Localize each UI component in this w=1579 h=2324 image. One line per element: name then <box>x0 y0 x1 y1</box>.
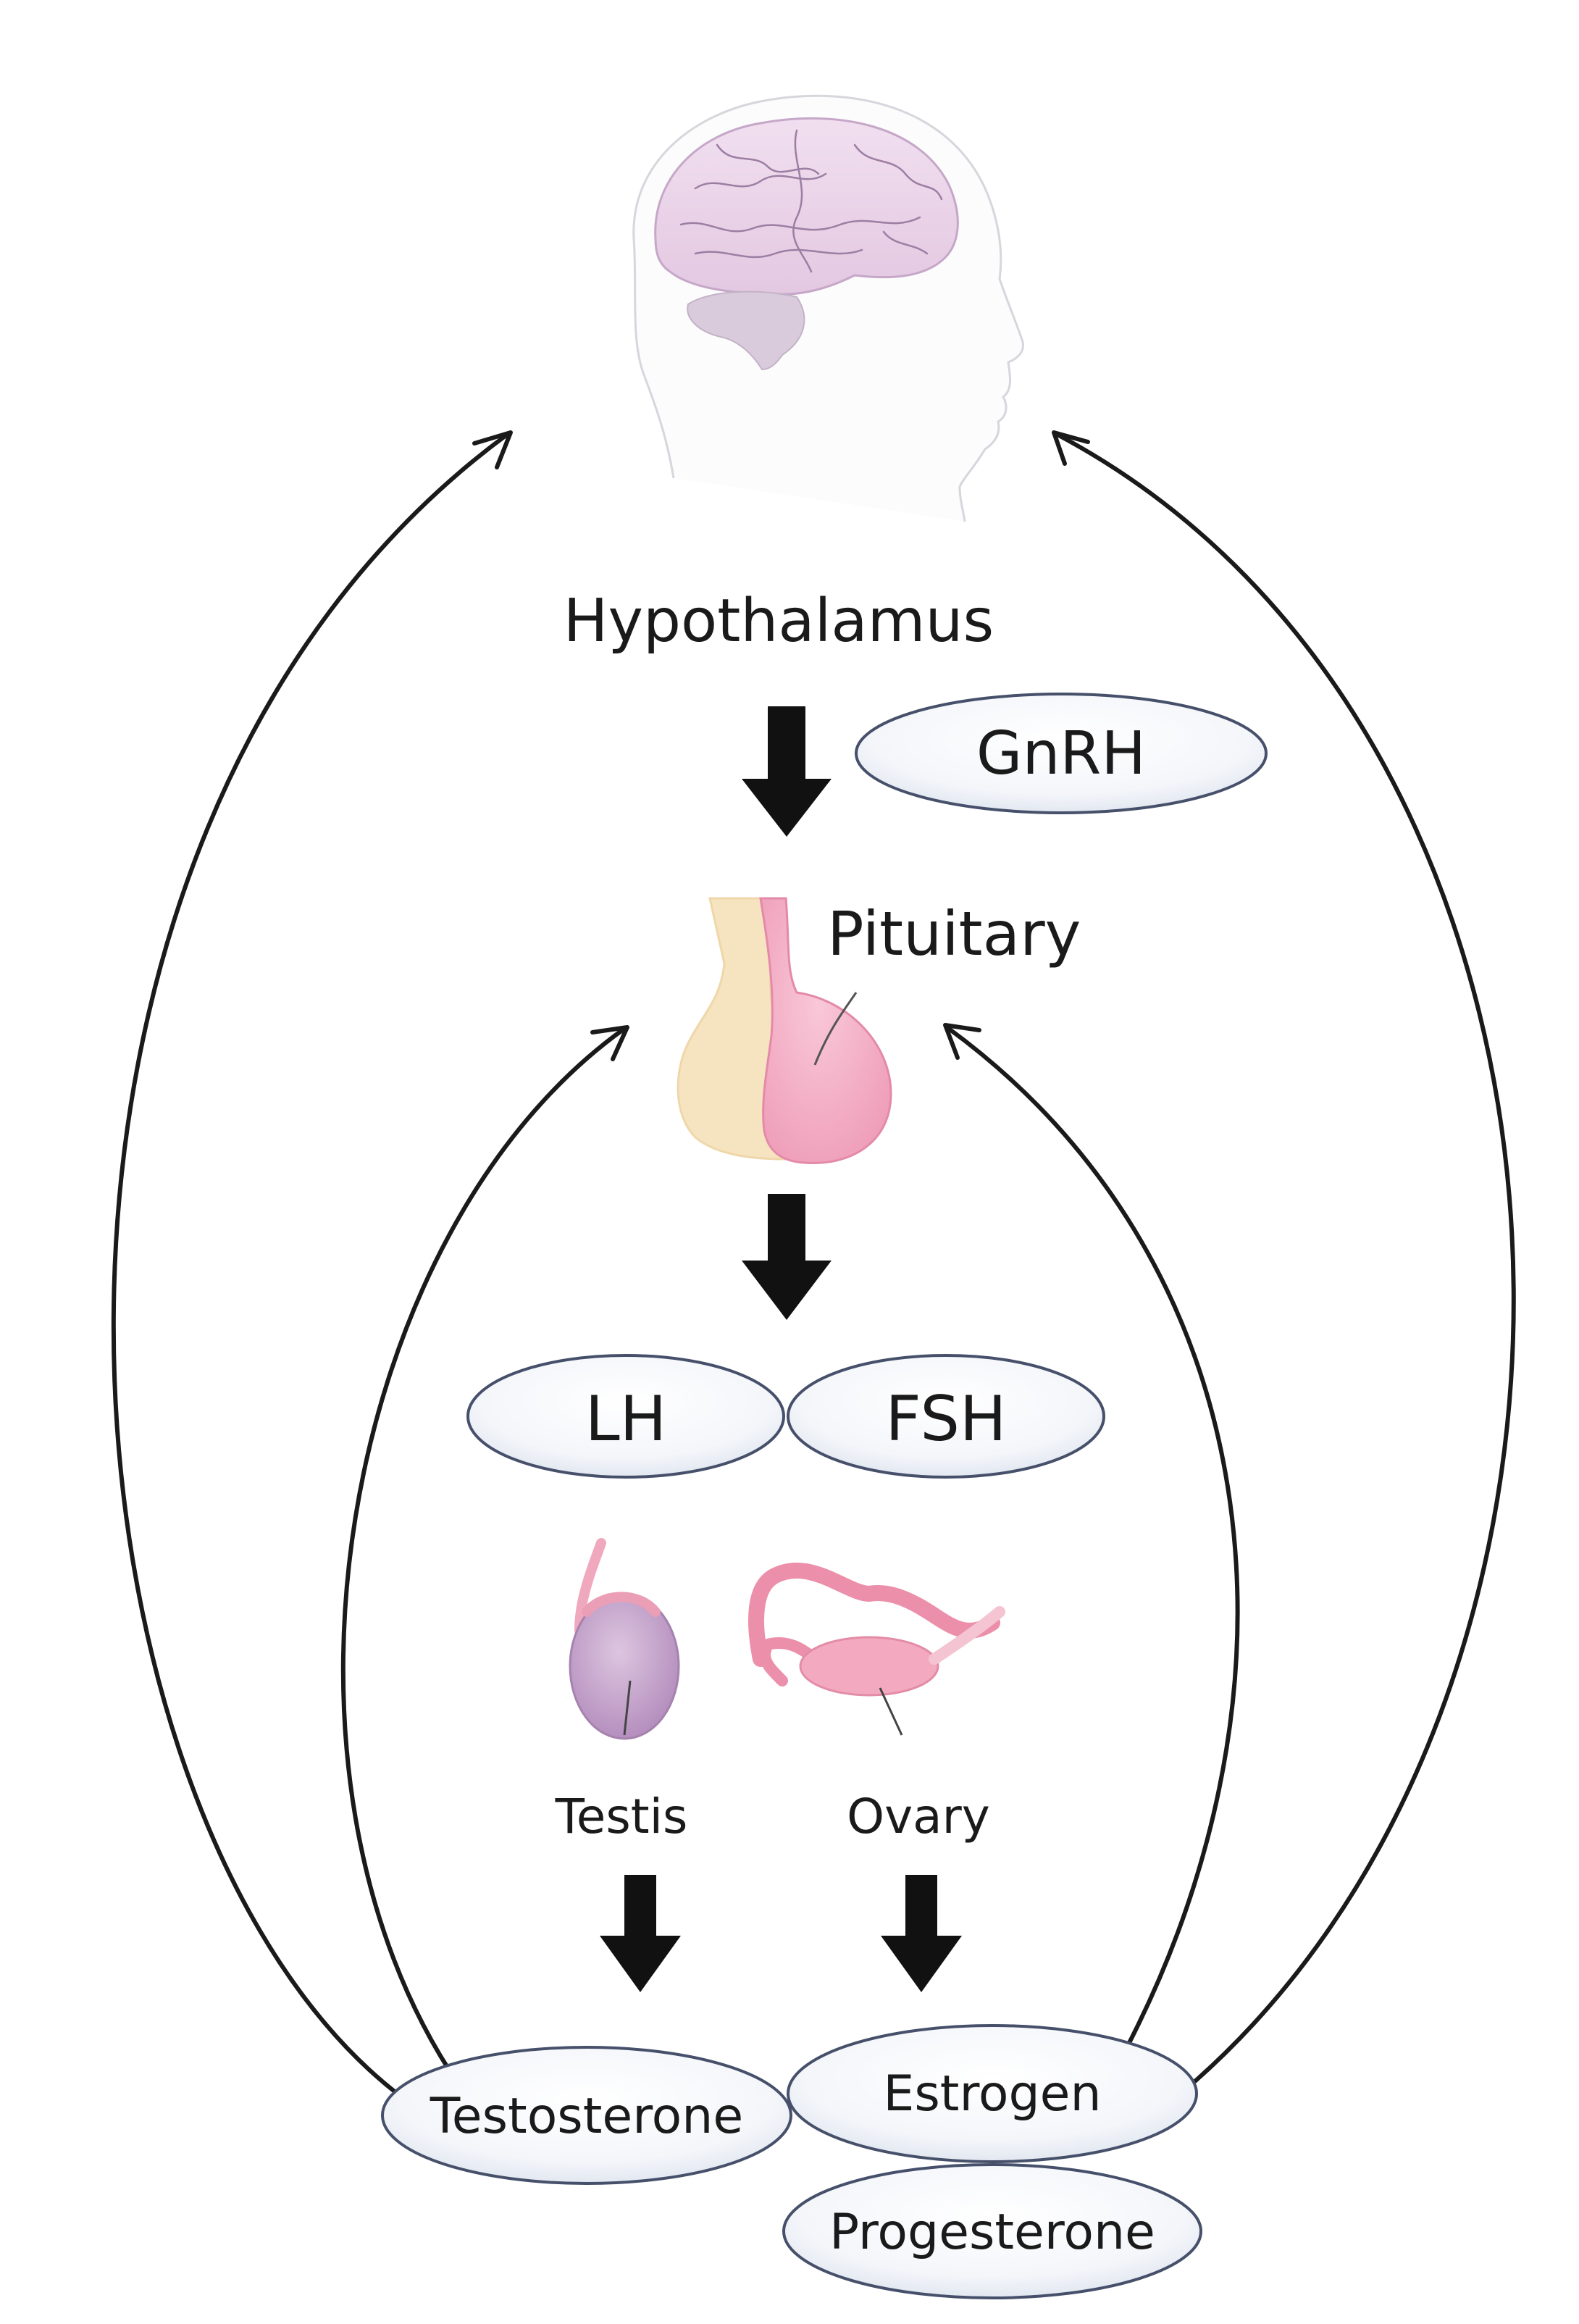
fsh-label: FSH <box>885 1383 1006 1455</box>
feedback-arrow-estrogen-to-hypothalamus <box>1052 430 1516 2103</box>
ovary-uterus-icon <box>748 1563 1005 1736</box>
estrogen-oval: Estrogen <box>787 2024 1198 2163</box>
progesterone-oval: Progesterone <box>782 2163 1202 2299</box>
hypothalamus-label: Hypothalamus <box>564 587 994 656</box>
down-arrow-pituitary-to-lh-fsh <box>742 1194 832 1320</box>
down-arrow-hypothalamus-to-pituitary <box>742 706 832 837</box>
gnrh-oval: GnRH <box>855 693 1268 814</box>
brain-icon <box>654 117 959 371</box>
testosterone-oval: Testosterone <box>381 2046 792 2185</box>
fsh-oval: FSH <box>787 1354 1105 1479</box>
ovary-label: Ovary <box>847 1789 990 1844</box>
testis-icon <box>569 1538 680 1740</box>
testosterone-label: Testosterone <box>430 2088 743 2145</box>
lh-oval: LH <box>466 1354 785 1479</box>
feedback-arrow-testosterone-to-pituitary <box>340 1025 629 2089</box>
feedback-arrow-estrogen-to-pituitary <box>943 1023 1240 2078</box>
progesterone-label: Progesterone <box>829 2204 1155 2261</box>
pituitary-gland-icon <box>677 897 892 1165</box>
pituitary-label: Pituitary <box>827 898 1081 969</box>
feedback-arrow-testosterone-to-hypothalamus <box>111 430 513 2099</box>
estrogen-label: Estrogen <box>883 2065 1101 2123</box>
lh-label: LH <box>585 1383 667 1455</box>
gnrh-label: GnRH <box>976 719 1146 788</box>
testis-label: Testis <box>555 1789 688 1844</box>
down-arrow-ovary-to-estrogen <box>881 1875 962 1992</box>
down-arrow-testis-to-testosterone <box>600 1875 681 1992</box>
